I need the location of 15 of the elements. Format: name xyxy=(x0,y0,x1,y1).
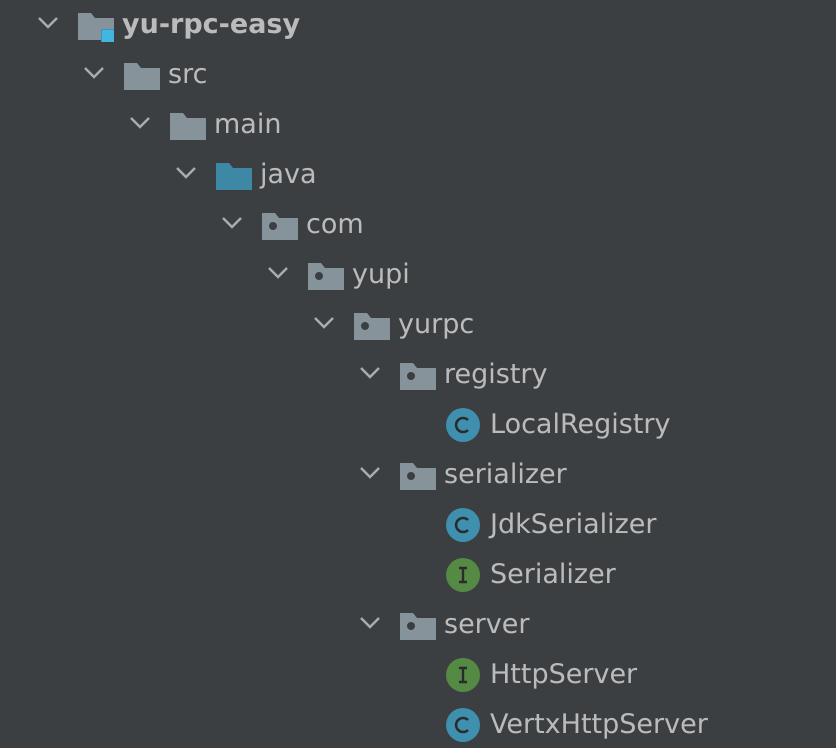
file-name: Serializer xyxy=(490,558,616,592)
folder-name: com xyxy=(306,208,364,242)
folder-name: yupi xyxy=(352,258,410,292)
folder-name: yurpc xyxy=(398,308,474,342)
file-name: VertxHttpServer xyxy=(490,708,708,742)
file-name: JdkSerializer xyxy=(490,508,657,542)
folder-name: src xyxy=(168,58,208,92)
file-name: LocalRegistry xyxy=(490,408,671,442)
file-name: HttpServer xyxy=(490,658,638,692)
folder-name: serializer xyxy=(444,458,567,492)
folder-name: server xyxy=(444,608,530,642)
folder-name: java xyxy=(260,158,317,192)
folder-name: main xyxy=(214,108,282,142)
folder-name: registry xyxy=(444,358,548,392)
folder-name: yu-rpc-easy xyxy=(122,8,300,42)
